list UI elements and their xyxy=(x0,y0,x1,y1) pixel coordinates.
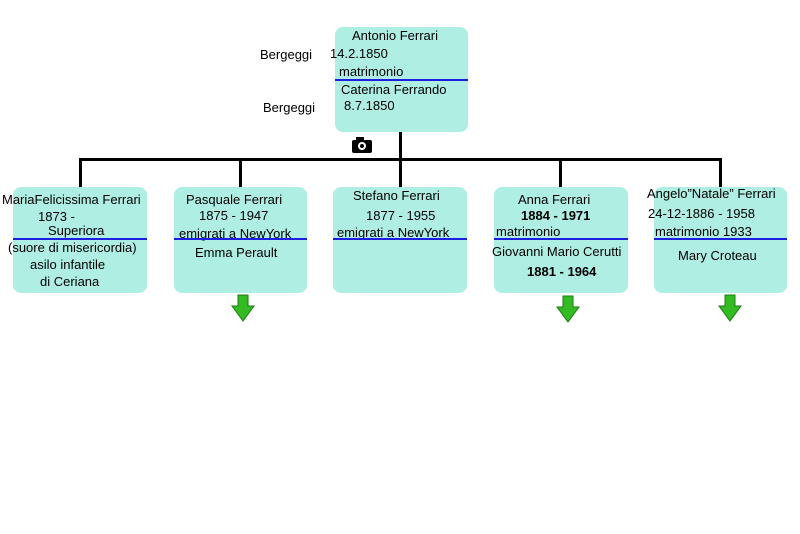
child-3-name: Stefano Ferrari xyxy=(353,188,440,203)
root-birth-date: 14.2.1850 xyxy=(330,46,388,61)
root-marriage: matrimonio xyxy=(339,64,404,79)
child-2-name: Pasquale Ferrari xyxy=(186,192,283,207)
child-2-spouse: Emma Perault xyxy=(195,245,278,260)
root-name: Antonio Ferrari xyxy=(352,28,438,43)
spouse-birthplace: Bergeggi xyxy=(263,100,316,115)
child-connector-2 xyxy=(239,158,242,188)
root-spouse-birth: 8.7.1850 xyxy=(344,98,395,113)
child-connector-4 xyxy=(559,158,562,188)
child-4-dates: 1884 - 1971 xyxy=(521,208,591,223)
expand-arrow-icon-4[interactable] xyxy=(556,295,580,323)
child-box-5[interactable] xyxy=(654,187,787,293)
expand-arrow-icon-2[interactable] xyxy=(231,294,255,322)
child-box-3[interactable] xyxy=(333,187,467,293)
child-1-line1: 1873 - xyxy=(38,209,75,224)
child-1-name: MariaFelicissima Ferrari xyxy=(2,192,141,207)
child-4-spouse: Giovanni Mario Cerutti xyxy=(492,244,622,259)
child-4-separator xyxy=(494,238,628,240)
child-3-dates: 1877 - 1955 xyxy=(366,208,436,223)
child-1-line2: Superiora xyxy=(48,223,105,238)
root-spouse-name: Caterina Ferrando xyxy=(341,82,447,97)
child-5-spouse: Mary Croteau xyxy=(678,248,757,263)
child-5-name: Angelo”Natale” Ferrari xyxy=(647,186,776,201)
child-1-line3: (suore di misericordia) xyxy=(8,240,137,255)
child-2-dates: 1875 - 1947 xyxy=(199,208,269,223)
child-1-line5: di Ceriana xyxy=(40,274,100,289)
child-1-separator xyxy=(13,238,147,240)
child-box-4[interactable] xyxy=(494,187,628,293)
camera-icon[interactable] xyxy=(350,135,374,155)
root-separator xyxy=(335,79,468,81)
child-4-name: Anna Ferrari xyxy=(518,192,591,207)
child-1-line4: asilo infantile xyxy=(30,257,106,272)
child-4-spouse-dates: 1881 - 1964 xyxy=(527,264,597,279)
child-connector-1 xyxy=(79,158,82,188)
root-birthplace: Bergeggi xyxy=(260,47,313,62)
child-connector-5 xyxy=(719,158,722,188)
expand-arrow-icon-5[interactable] xyxy=(718,294,742,322)
child-5-separator xyxy=(654,238,787,240)
child-3-separator xyxy=(333,238,467,240)
child-5-dates: 24-12-1886 - 1958 xyxy=(648,206,755,221)
child-2-separator xyxy=(174,238,307,240)
child-connector-3 xyxy=(399,158,402,188)
root-connector xyxy=(399,130,402,160)
child-3-note: emigrati a NewYork xyxy=(337,225,450,240)
child-box-2[interactable] xyxy=(174,187,307,293)
child-box-1[interactable] xyxy=(13,187,147,293)
child-4-marriage: matrimonio xyxy=(496,224,561,239)
child-2-note: emigrati a NewYork xyxy=(179,226,292,241)
child-5-marriage: matrimonio 1933 xyxy=(655,224,752,239)
